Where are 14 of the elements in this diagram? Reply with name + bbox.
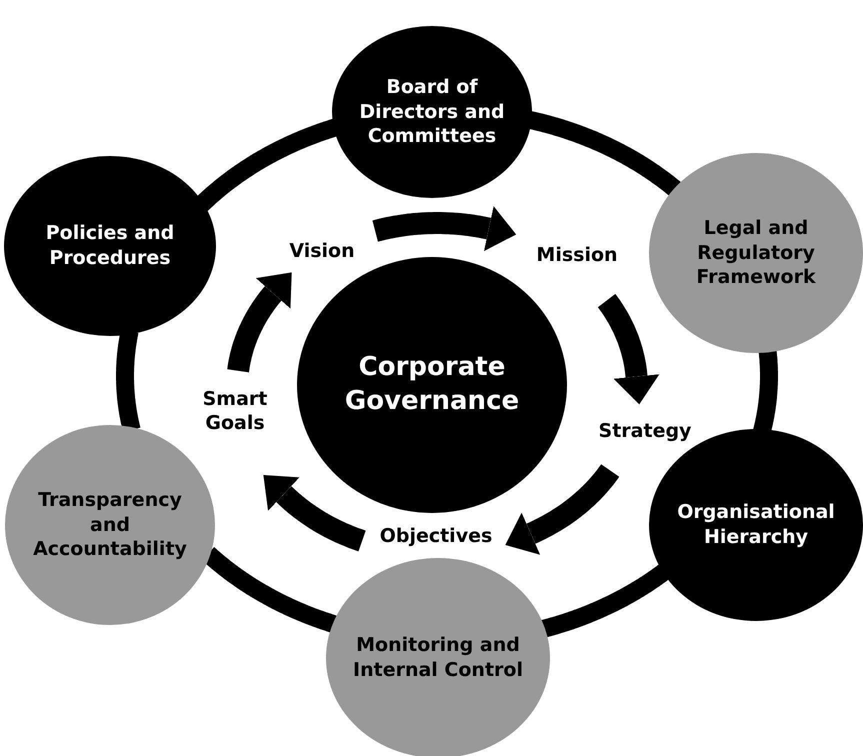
cycle-label: Objectives bbox=[378, 525, 494, 549]
node-label: Corporate Governance bbox=[344, 351, 520, 418]
cycle-label: Vision bbox=[288, 240, 356, 264]
node-label: Legal and Regulatory Framework bbox=[695, 216, 817, 290]
node-label: Policies and Procedures bbox=[44, 221, 176, 271]
node-label: Board of Directors and Committees bbox=[358, 74, 506, 150]
node-label: Monitoring and Internal Control bbox=[352, 633, 524, 683]
cycle-label: Strategy bbox=[598, 420, 692, 444]
node-label: Organisational Hierarchy bbox=[676, 500, 836, 550]
curved-arrow bbox=[505, 462, 620, 555]
curved-arrow bbox=[596, 291, 660, 404]
cycle-label: Smart Goals bbox=[202, 388, 268, 436]
node-label: Transparency and Accountability bbox=[32, 488, 188, 562]
cycle-label: Mission bbox=[535, 244, 619, 268]
